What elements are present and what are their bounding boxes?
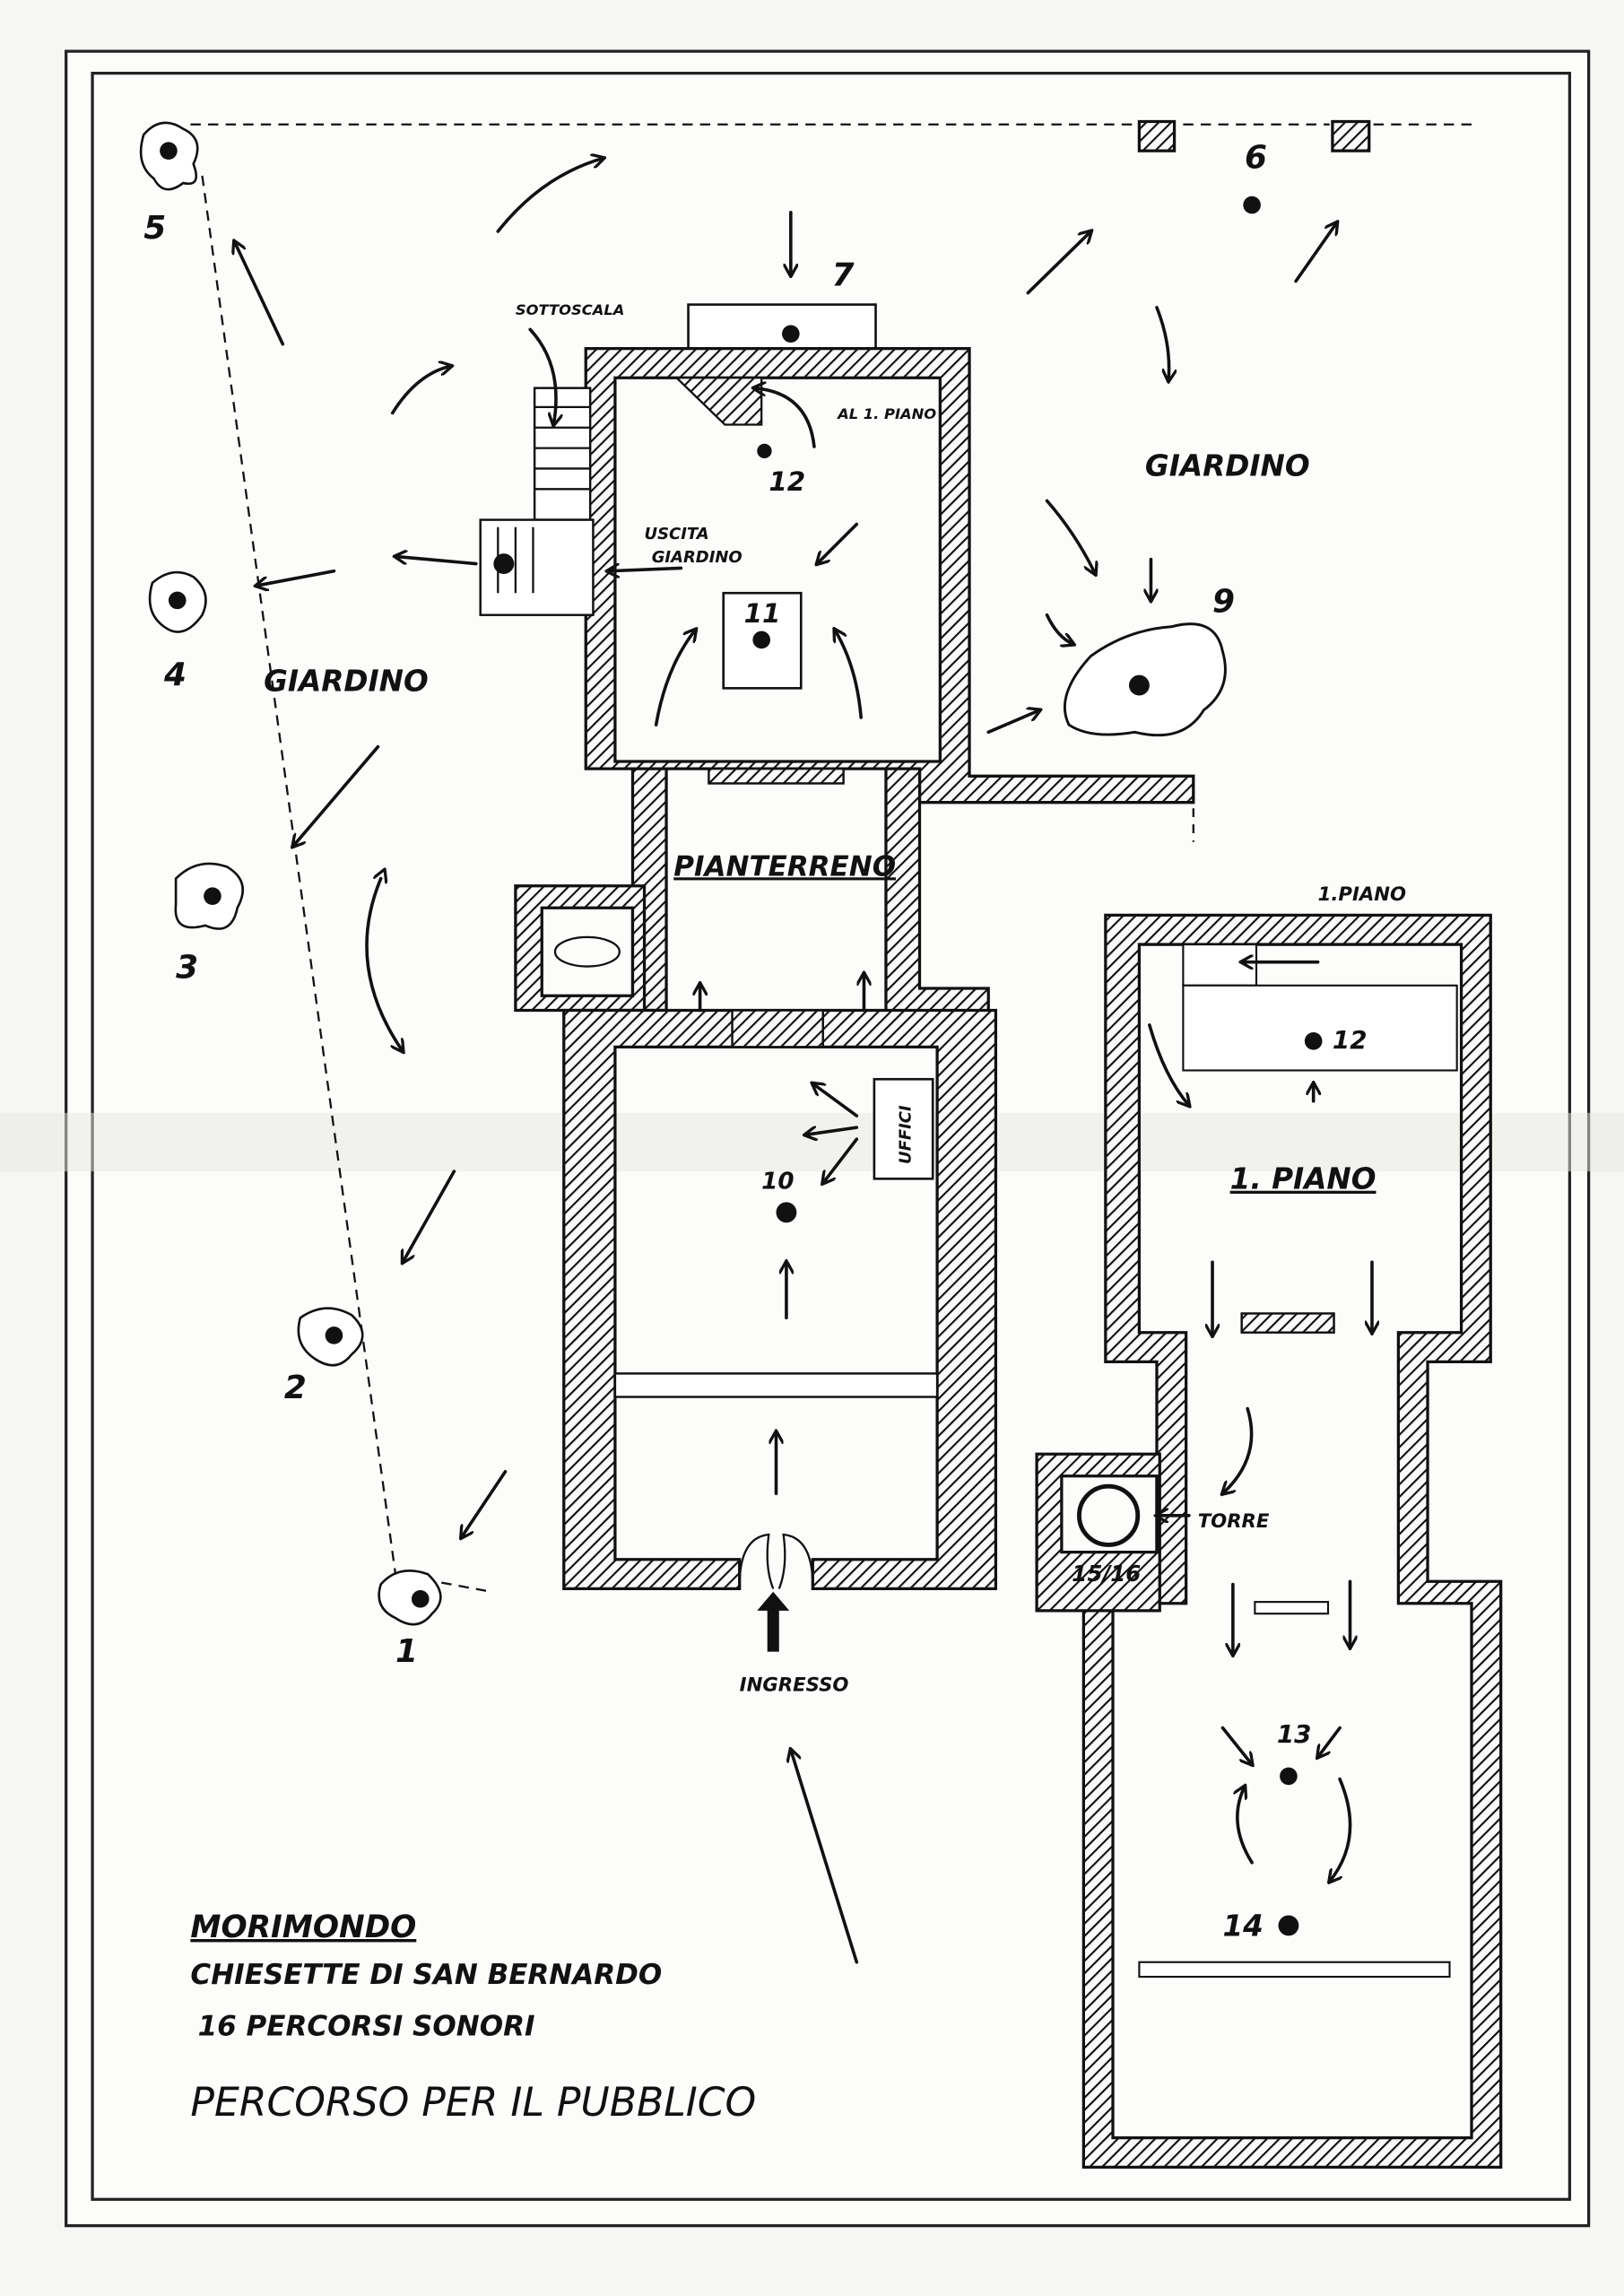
point-number: 7 — [832, 257, 855, 293]
ground-floor-plan — [479, 303, 1195, 1591]
garden-exit-label-2: GIARDINO — [652, 548, 743, 567]
point-number: 1 — [395, 1633, 418, 1670]
first-floor-label: 1. PIANO — [1230, 1162, 1376, 1196]
garden-label-right: GIARDINO — [1145, 449, 1310, 483]
point-number: 15/16 — [1072, 1561, 1141, 1587]
ground-floor-label: PIANTERRENO — [673, 850, 896, 883]
entrance-arrow — [757, 1591, 790, 1652]
title-place: MORIMONDO — [190, 1909, 416, 1945]
tower-label: TORRE — [1198, 1510, 1270, 1533]
point-number: 6 — [1245, 140, 1267, 177]
title-count: 16 PERCORSI SONORI — [198, 2010, 535, 2042]
entrance-label: INGRESSO — [740, 1674, 849, 1697]
point-number: 12 — [1333, 1025, 1368, 1055]
point-number: 4 — [163, 657, 187, 693]
to-first-floor-label: AL 1. PIANO — [836, 405, 936, 422]
point-number: 3 — [176, 950, 198, 987]
sound-points — [139, 121, 1323, 1936]
title-subtitle: CHIESETTE DI SAN BERNARDO — [190, 1959, 662, 1991]
point-number: 12 — [769, 466, 805, 497]
point-number: 5 — [143, 210, 166, 247]
first-floor-header: 1.PIANO — [1318, 883, 1407, 906]
offices-label: UFFICI — [897, 1105, 916, 1164]
title-caption: PERCORSO PER IL PUBBLICO — [190, 2080, 756, 2126]
under-stairs-label: SOTTOSCALA — [516, 301, 624, 318]
point-number: 2 — [284, 1370, 307, 1406]
point-number: 11 — [744, 598, 781, 629]
first-floor-plan — [1035, 913, 1503, 2169]
garden-label-left: GIARDINO — [264, 665, 429, 699]
point-number: 13 — [1277, 1719, 1312, 1749]
garden-exit-label: USCITA — [645, 525, 709, 544]
point-number: 14 — [1222, 1909, 1263, 1943]
point-number: 10 — [761, 1169, 794, 1196]
route-arrows — [234, 158, 1372, 1964]
point-number: 9 — [1212, 583, 1235, 620]
